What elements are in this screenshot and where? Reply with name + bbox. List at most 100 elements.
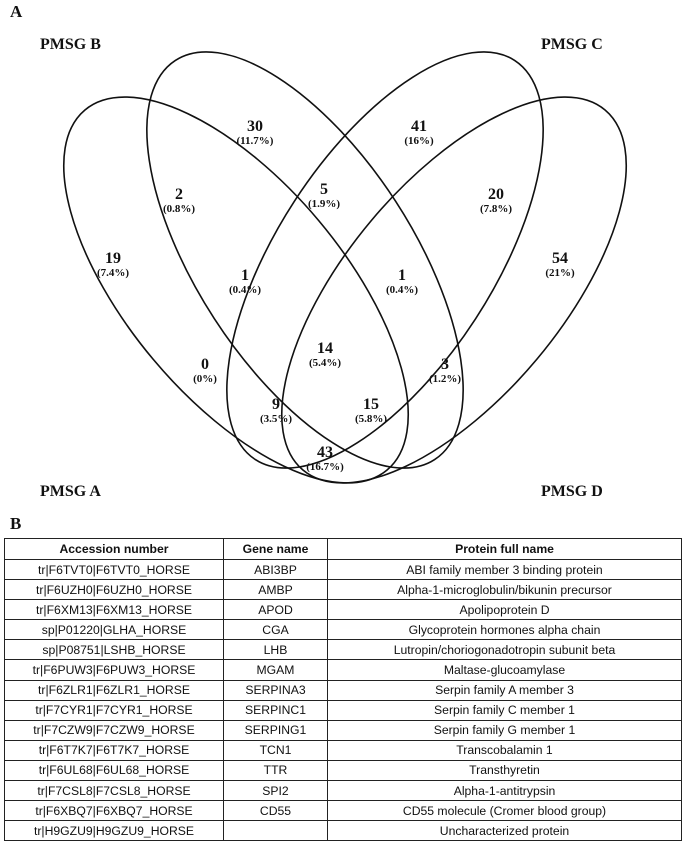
header-gene-name: Gene name — [223, 538, 328, 560]
region-count: 1 — [241, 267, 249, 284]
ellipse-pmsg-d — [280, 96, 628, 484]
header-protein-full-name: Protein full name — [327, 538, 682, 560]
accession-cell: tr|F6XBQ7|F6XBQ7_HORSE — [4, 800, 224, 822]
gene-cell: SERPING1 — [223, 719, 328, 741]
protein-cell: Serpin family A member 3 — [327, 679, 682, 701]
set-label-pmsg-d: PMSG D — [541, 483, 603, 500]
accession-cell: tr|F6UZH0|F6UZH0_HORSE — [4, 579, 224, 601]
region-count: 2 — [175, 186, 183, 203]
protein-cell: Alpha-1-microglobulin/bikunin precursor — [327, 579, 682, 601]
gene-cell — [223, 820, 328, 842]
region-count: 15 — [363, 396, 379, 413]
accession-cell: tr|H9GZU9|H9GZU9_HORSE — [4, 820, 224, 842]
set-label-pmsg-b: PMSG B — [40, 36, 101, 53]
region-count: 0 — [201, 356, 209, 373]
region-percent: (5.4%) — [309, 357, 341, 369]
region-count: 41 — [411, 118, 427, 135]
accession-cell: tr|F6UL68|F6UL68_HORSE — [4, 759, 224, 782]
protein-cell: Apolipoprotein D — [327, 599, 682, 621]
region-percent: (7.8%) — [480, 203, 512, 215]
protein-cell: CD55 molecule (Cromer blood group) — [327, 800, 682, 822]
protein-cell: Alpha-1-antitrypsin — [327, 780, 682, 802]
gene-cell: CD55 — [223, 800, 328, 822]
region-percent: (3.5%) — [260, 413, 292, 425]
region-percent: (7.4%) — [97, 267, 129, 279]
accession-cell: sp|P01220|GLHA_HORSE — [4, 619, 224, 641]
table-row: tr|H9GZU9|H9GZU9_HORSE Uncharacterized pr… — [4, 820, 682, 842]
protein-cell: Uncharacterized protein — [327, 820, 682, 842]
venn-diagram: PMSG B PMSG C PMSG A PMSG D 30 (11.7%) 4… — [40, 36, 628, 500]
gene-cell: LHB — [223, 639, 328, 661]
region-percent: (1.2%) — [429, 373, 461, 385]
gene-cell: SERPINA3 — [223, 679, 328, 701]
region-percent: (0.4%) — [229, 284, 261, 296]
accession-cell: tr|F6T7K7|F6T7K7_HORSE — [4, 739, 224, 761]
region-percent: (11.7%) — [237, 135, 274, 147]
region-percent: (21%) — [545, 267, 575, 279]
protein-table: Accession number Gene name Protein full … — [4, 538, 682, 842]
panel-b-label: B — [10, 514, 22, 533]
protein-cell: Serpin family G member 1 — [327, 719, 682, 741]
protein-cell: Serpin family C member 1 — [327, 699, 682, 721]
ellipse-pmsg-c — [226, 51, 544, 469]
gene-cell: TTR — [223, 759, 328, 782]
gene-cell: SPI2 — [223, 780, 328, 802]
region-percent: (0.8%) — [163, 203, 195, 215]
region-percent: (0%) — [193, 373, 217, 385]
region-percent: (16%) — [404, 135, 434, 147]
region-count: 54 — [552, 250, 568, 267]
region-count: 43 — [317, 444, 333, 461]
gene-cell: CGA — [223, 619, 328, 641]
table-header-row: Accession number Gene name Protein full … — [4, 538, 682, 560]
region-count: 1 — [398, 267, 406, 284]
gene-cell: AMBP — [223, 579, 328, 601]
accession-cell: tr|F7CZW9|F7CZW9_HORSE — [4, 719, 224, 741]
set-label-pmsg-a: PMSG A — [40, 483, 101, 500]
region-count: 9 — [272, 396, 280, 413]
accession-cell: tr|F6PUW3|F6PUW3_HORSE — [4, 659, 224, 681]
protein-cell: Glycoprotein hormones alpha chain — [327, 619, 682, 641]
accession-cell: sp|P08751|LSHB_HORSE — [4, 639, 224, 661]
ellipse-pmsg-a — [62, 96, 410, 484]
accession-cell: tr|F6ZLR1|F6ZLR1_HORSE — [4, 679, 224, 701]
set-label-pmsg-c: PMSG C — [541, 36, 603, 53]
accession-cell: tr|F6TVT0|F6TVT0_HORSE — [4, 558, 224, 581]
gene-cell: TCN1 — [223, 739, 328, 761]
gene-cell: MGAM — [223, 659, 328, 681]
gene-cell: APOD — [223, 599, 328, 621]
gene-cell: ABI3BP — [223, 558, 328, 581]
accession-cell: tr|F6XM13|F6XM13_HORSE — [4, 599, 224, 621]
region-percent: (5.8%) — [355, 413, 387, 425]
region-count: 30 — [247, 118, 263, 135]
region-count: 14 — [317, 340, 333, 357]
region-count: 19 — [105, 250, 121, 267]
header-accession-number: Accession number — [4, 538, 224, 560]
ellipse-pmsg-b — [146, 51, 464, 469]
protein-cell: Maltase-glucoamylase — [327, 659, 682, 681]
protein-cell: Transcobalamin 1 — [327, 739, 682, 761]
region-percent: (0.4%) — [386, 284, 418, 296]
accession-cell: tr|F7CSL8|F7CSL8_HORSE — [4, 780, 224, 802]
region-count: 5 — [320, 181, 328, 198]
region-count: 3 — [441, 356, 449, 373]
accession-cell: tr|F7CYR1|F7CYR1_HORSE — [4, 699, 224, 721]
gene-cell: SERPINC1 — [223, 699, 328, 721]
protein-cell: Lutropin/choriogonadotropin subunit beta — [327, 639, 682, 661]
region-percent: (16.7%) — [306, 461, 344, 473]
region-percent: (1.9%) — [308, 198, 340, 210]
protein-cell: Transthyretin — [327, 759, 682, 782]
panel-a-label: A — [10, 2, 23, 21]
